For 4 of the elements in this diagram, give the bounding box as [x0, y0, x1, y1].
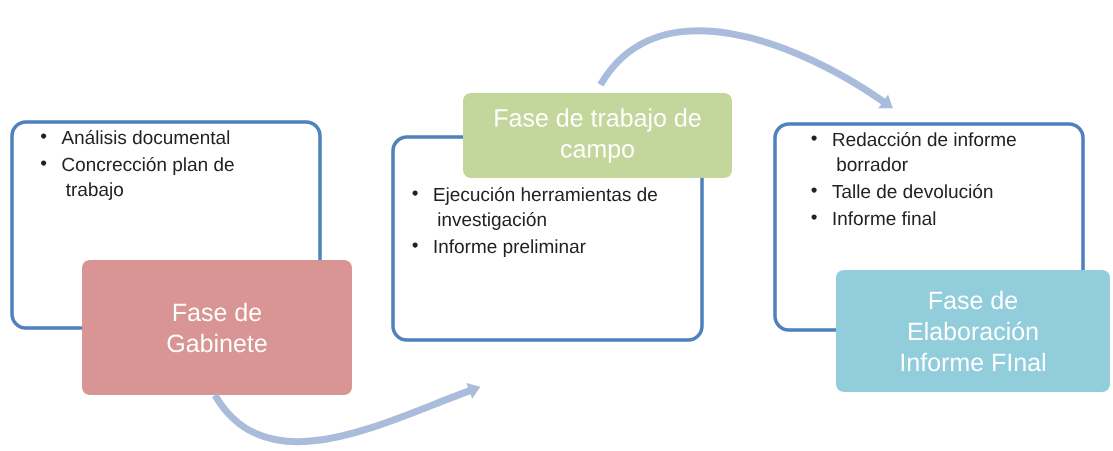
phase-title-box: Fase de trabajo de campo — [463, 93, 732, 178]
phase-title-box: Fase de Gabinete — [82, 260, 352, 395]
curved-arrow — [597, 27, 893, 109]
phase-title-box: Fase de Elaboración Informe FInal — [836, 270, 1110, 392]
